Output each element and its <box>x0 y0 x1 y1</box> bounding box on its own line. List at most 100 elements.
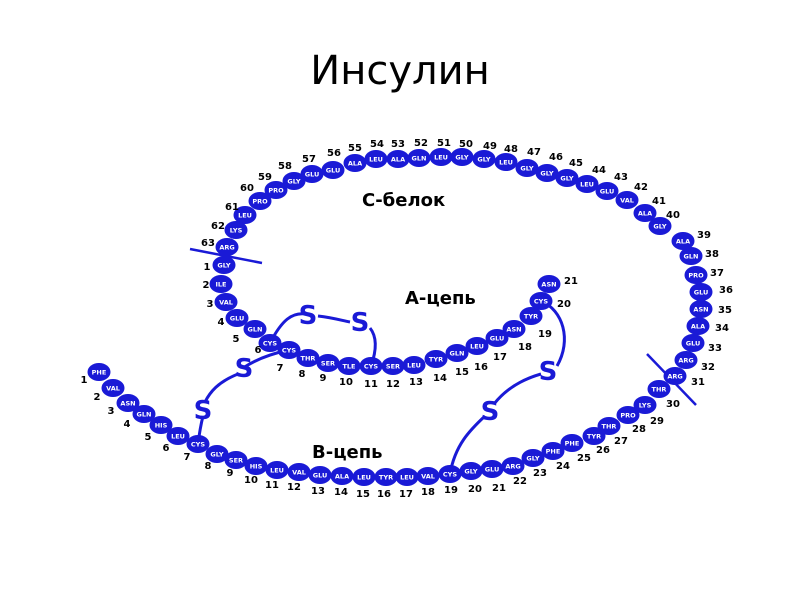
residue-code: LEU <box>400 473 414 481</box>
residue-code: VAL <box>292 468 306 476</box>
residue-bead <box>205 445 229 463</box>
residue-number: 24 <box>556 461 570 472</box>
a-chain-label: А-цепь <box>405 288 476 309</box>
residue-number: 15 <box>455 367 469 378</box>
residue-code: PHE <box>546 447 561 455</box>
residue-bead <box>689 300 713 318</box>
residue-bead <box>330 467 354 485</box>
residue-number: 36 <box>719 285 733 296</box>
residue-code: ASN <box>506 325 521 333</box>
residue-code: GLY <box>560 174 573 182</box>
residue-number: 42 <box>634 182 648 193</box>
residue-bead <box>535 164 559 182</box>
residue-code: ASN <box>541 280 556 288</box>
residue-number: 14 <box>334 487 348 498</box>
residue-c-47: GLY 47 <box>515 147 541 177</box>
residue-bead <box>225 309 249 327</box>
residue-code: GLY <box>210 450 223 458</box>
residue-code: GLN <box>450 349 465 357</box>
residue-number: 47 <box>527 147 541 158</box>
residue-number: 8 <box>299 369 306 380</box>
residue-bead <box>438 465 462 483</box>
residue-bead <box>224 221 248 239</box>
residue-bead <box>582 427 606 445</box>
residue-bead <box>407 149 431 167</box>
residue-number: 10 <box>339 377 353 388</box>
residue-bead <box>501 457 525 475</box>
residue-code: GLU <box>490 334 505 342</box>
residue-number: 21 <box>564 276 578 287</box>
residue-code: ARG <box>505 462 520 470</box>
residue-number: 7 <box>277 363 284 374</box>
residue-code: GLN <box>684 252 699 260</box>
residue-number: 3 <box>108 406 115 417</box>
residue-bead <box>684 266 708 284</box>
residue-bead <box>429 148 453 166</box>
residue-bead <box>258 334 282 352</box>
residue-number: 13 <box>311 486 325 497</box>
residue-number: 4 <box>124 419 131 430</box>
residue-number: 62 <box>211 221 225 232</box>
residue-code: LEU <box>434 153 448 161</box>
residue-code: ILE <box>215 280 226 288</box>
residue-number: 58 <box>278 161 292 172</box>
residue-code: PHE <box>92 368 107 376</box>
residue-number: 12 <box>287 482 301 493</box>
residue-number: 20 <box>557 299 571 310</box>
residue-number: 16 <box>474 362 488 373</box>
residue-number: 2 <box>94 392 101 403</box>
residue-bead <box>537 275 561 293</box>
residue-bead <box>686 317 710 335</box>
residue-bead <box>277 341 301 359</box>
residue-code: HIS <box>250 462 263 470</box>
residue-number: 6 <box>255 345 262 356</box>
residue-bead <box>300 165 324 183</box>
residue-bead <box>480 460 504 478</box>
residue-code: CYS <box>263 339 277 347</box>
residue-a-15: GLN 15 <box>445 344 469 378</box>
residue-bead <box>343 154 367 172</box>
residue-bead <box>402 356 426 374</box>
residue-a-21: ASN 21 <box>537 275 578 293</box>
residue-bead <box>381 357 405 375</box>
residue-bead <box>494 153 518 171</box>
cleavage-mark-c-a <box>189 247 263 265</box>
residue-code: VAL <box>219 298 233 306</box>
residue-number: 11 <box>265 480 279 491</box>
residue-number: 43 <box>614 172 628 183</box>
residue-number: 35 <box>718 305 732 316</box>
residue-bead <box>616 406 640 424</box>
residue-code: GLY <box>520 164 533 172</box>
residue-code: ALA <box>691 322 705 330</box>
residue-number: 18 <box>518 342 532 353</box>
residue-bead <box>87 363 111 381</box>
residue-b-11: LEU 11 <box>265 461 289 491</box>
residue-number: 15 <box>356 489 370 500</box>
residue-bead <box>555 169 579 187</box>
residue-code: LEU <box>270 466 284 474</box>
residue-bead <box>529 292 553 310</box>
residue-code: CYS <box>282 346 296 354</box>
residue-number: 7 <box>184 452 191 463</box>
